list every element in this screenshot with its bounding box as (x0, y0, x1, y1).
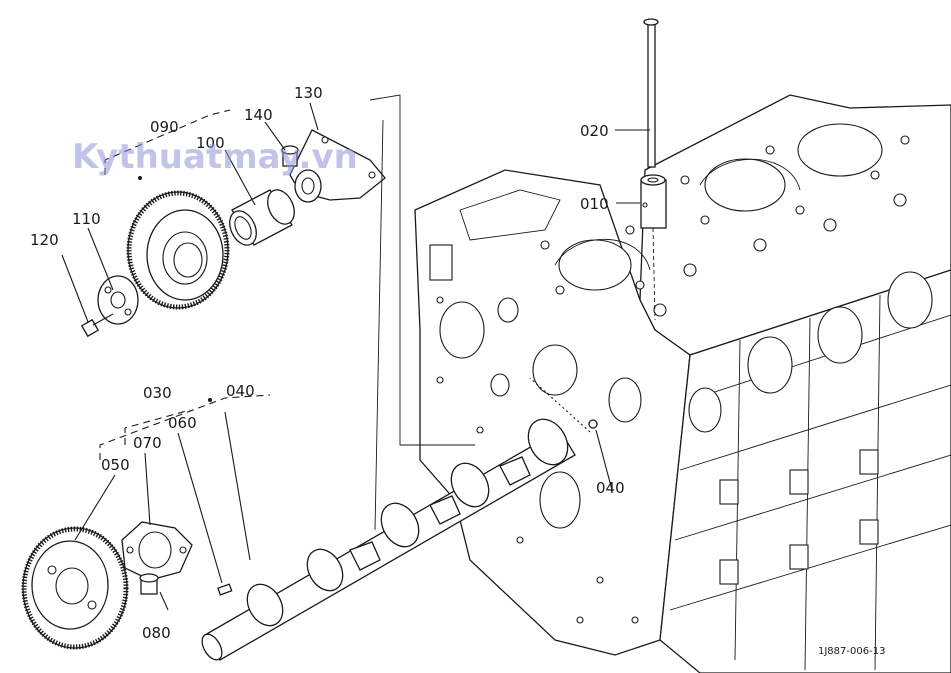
callout-030: 030 (143, 384, 172, 402)
group-brackets (99, 109, 271, 460)
idle-gear (126, 190, 230, 310)
thrust-plate (121, 521, 193, 581)
callout-080: 080 (142, 624, 171, 642)
deck-bolt-holes (540, 135, 910, 317)
camshaft (201, 418, 576, 661)
collar-bolt (80, 313, 114, 338)
callout-040-block: 040 (596, 479, 625, 497)
callout-010: 010 (580, 195, 609, 213)
callout-090: 090 (150, 118, 179, 136)
callout-120: 120 (30, 231, 59, 249)
callout-130: 130 (294, 84, 323, 102)
callout-020: 020 (580, 122, 609, 140)
callout-100: 100 (196, 134, 225, 152)
watermark: Kythuatmay.vn (72, 137, 358, 177)
cam-gear (21, 526, 129, 650)
o-ring (588, 419, 598, 429)
cylinder-block (414, 94, 951, 673)
thrust-plate-bolt (139, 573, 159, 595)
idle-gear-collar (97, 275, 139, 325)
callout-060: 060 (168, 414, 197, 432)
callout-140: 140 (244, 106, 273, 124)
idle-gear-shaft (289, 129, 386, 203)
callout-070: 070 (133, 434, 162, 452)
feather-key (217, 583, 233, 596)
push-rod (643, 18, 659, 168)
drawing-code: 1J887-006-13 (818, 646, 885, 657)
tappet (640, 174, 667, 229)
idle-gear-bushing (229, 189, 295, 246)
callout-050: 050 (101, 456, 130, 474)
callout-040-camshaft: 040 (226, 382, 255, 400)
leader-lines (61, 94, 650, 611)
shaft-bolt (281, 145, 299, 167)
callout-110: 110 (72, 210, 101, 228)
